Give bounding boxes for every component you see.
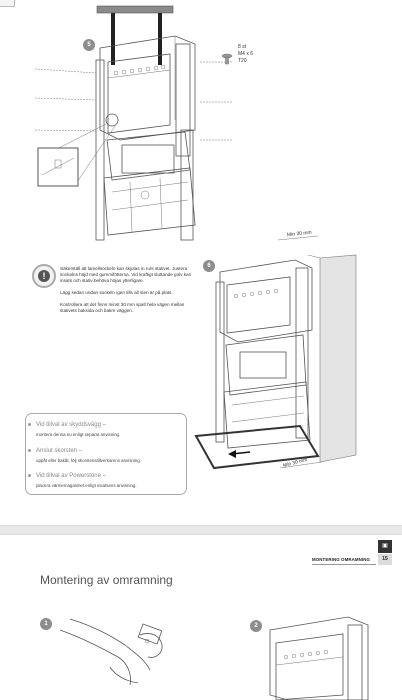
bullet [28, 449, 31, 452]
step-badge-1: 1 [40, 618, 52, 630]
detail-zoom [37, 113, 119, 187]
screw-bit: T20 [238, 58, 247, 64]
warning-text: Säkerställ att lamellsockeln kan skjutas… [60, 266, 195, 320]
screw-arrows [34, 61, 232, 141]
warning-paragraph-3: Kontrollera att det finns minst 30 mm sp… [60, 302, 185, 313]
warning-paragraph-1: Säkerställ att lamellsockeln kan skjutas… [60, 266, 192, 283]
page-corner [0, 0, 15, 7]
screw-spec: 8 st M4 x 6 T20 [238, 44, 253, 65]
warning-icon: ! [32, 264, 56, 288]
manual-page-top: 5 6 8 st M4 x 6 T20 ! Säkerställ att lam… [0, 0, 402, 525]
options-box: Vid tillval av skyddsvägg – montera denn… [25, 413, 187, 495]
plinth-base [194, 424, 320, 470]
stove-frame-upper [95, 35, 196, 241]
screw-count: 8 st [238, 44, 247, 50]
section-header-label: MONTERING OMRAMNING [312, 557, 370, 562]
warning-paragraph-2: Lägg sedan undan sockeln igen tills all … [60, 290, 173, 295]
step-badge-5: 5 [83, 39, 95, 51]
option-3-title: Vid tillval av Powerstone – [36, 473, 106, 479]
header-rule [312, 564, 376, 565]
option-2-title: Anslut skorsten – [36, 448, 83, 454]
section-title: Montering av omramning [40, 573, 173, 587]
stand-lower [103, 167, 196, 236]
manual-page-bottom: ▣ 15 MONTERING OMRAMNING Montering av om… [0, 535, 402, 700]
step-badge-6: 6 [203, 260, 215, 272]
option-1-sub: montera denna nu enligt separat anvisnin… [36, 432, 121, 437]
page-number: 15 [378, 554, 392, 565]
back-wall [307, 254, 357, 463]
screw-size: M4 x 6 [238, 51, 254, 57]
assembly-illustration-bottom [59, 616, 369, 700]
push-arrow [228, 450, 251, 458]
step-badge-2: 2 [250, 620, 262, 632]
lifting-tool-drawing [96, 5, 174, 65]
hands-tool-drawing [59, 618, 163, 686]
assembly-illustration-top [34, 5, 357, 470]
screw-icon [221, 53, 233, 65]
option-3-sub: placera värmemagasinet enligt insatsens … [36, 483, 137, 488]
bullet [28, 423, 31, 426]
option-2-sub: uppåt eller bakåt, följ skorstenstillver… [36, 458, 141, 463]
bullet [28, 474, 31, 477]
stove-frame-step6 [215, 259, 313, 449]
option-1-title: Vid tillval av skyddsvägg – [36, 422, 106, 428]
language-flag-icon: ▣ [378, 540, 392, 553]
stove-frame-step2 [269, 616, 369, 700]
